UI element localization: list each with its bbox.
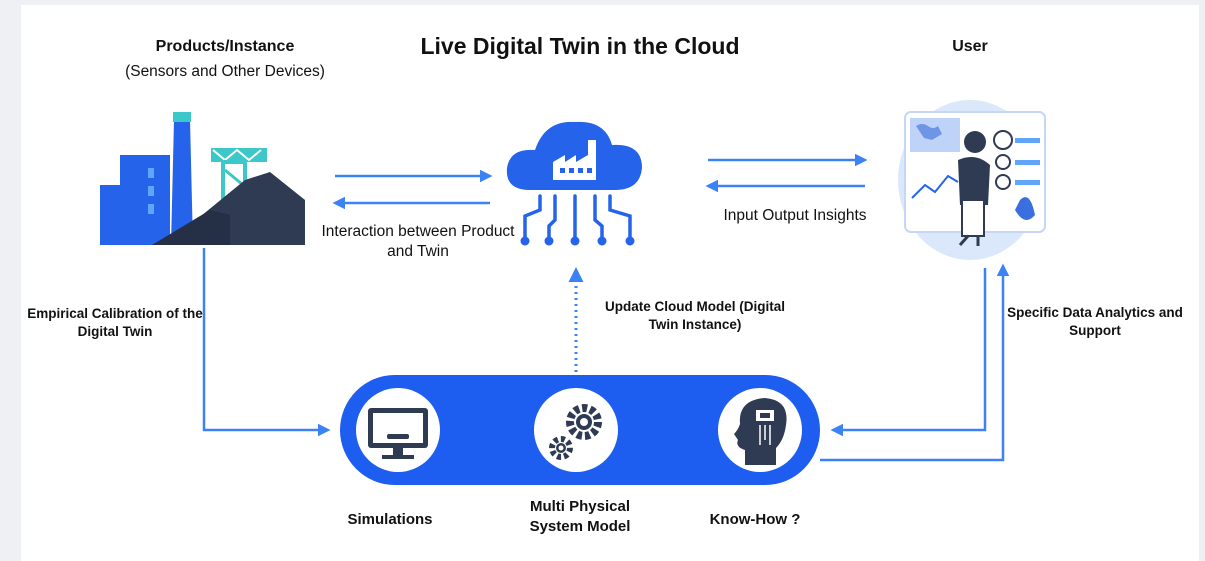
factory-icon: [100, 112, 305, 245]
multi-physical-label: Multi Physical System Model: [529, 498, 631, 535]
user-dashboard-icon: [898, 100, 1046, 260]
head-icon: [734, 398, 787, 465]
gears-icon: [549, 404, 602, 460]
product-twin-arrows: [332, 169, 493, 210]
cloud-factory-icon: [506, 121, 642, 246]
io-insights-label: Input Output Insights: [723, 207, 867, 224]
twin-user-arrows: [705, 153, 868, 193]
user-title: User: [952, 38, 988, 55]
update-model-label: Update Cloud Model (Digital Twin Instanc…: [605, 299, 785, 332]
products-subtitle: (Sensors and Other Devices): [125, 63, 325, 80]
monitor-icon: [368, 408, 428, 459]
know-how-node: [718, 388, 802, 472]
know-how-feedback-arrow: [820, 263, 1010, 462]
products-title: Products/Instance: [155, 38, 295, 55]
multi-physical-node: [534, 388, 618, 472]
simulations-label: Simulations: [347, 511, 433, 528]
diagram-title: Live Digital Twin in the Cloud: [420, 33, 740, 59]
calibration-label: Empirical Calibration of the Digital Twi…: [27, 306, 203, 339]
simulations-node: [356, 388, 440, 472]
specific-data-label: Specific Data Analytics and Support: [1007, 305, 1183, 338]
interaction-label: Interaction between Product and Twin: [321, 223, 515, 261]
calibration-arrow: [202, 248, 331, 437]
know-how-label: Know-How ?: [709, 511, 801, 528]
specific-data-arrow: [830, 268, 987, 437]
